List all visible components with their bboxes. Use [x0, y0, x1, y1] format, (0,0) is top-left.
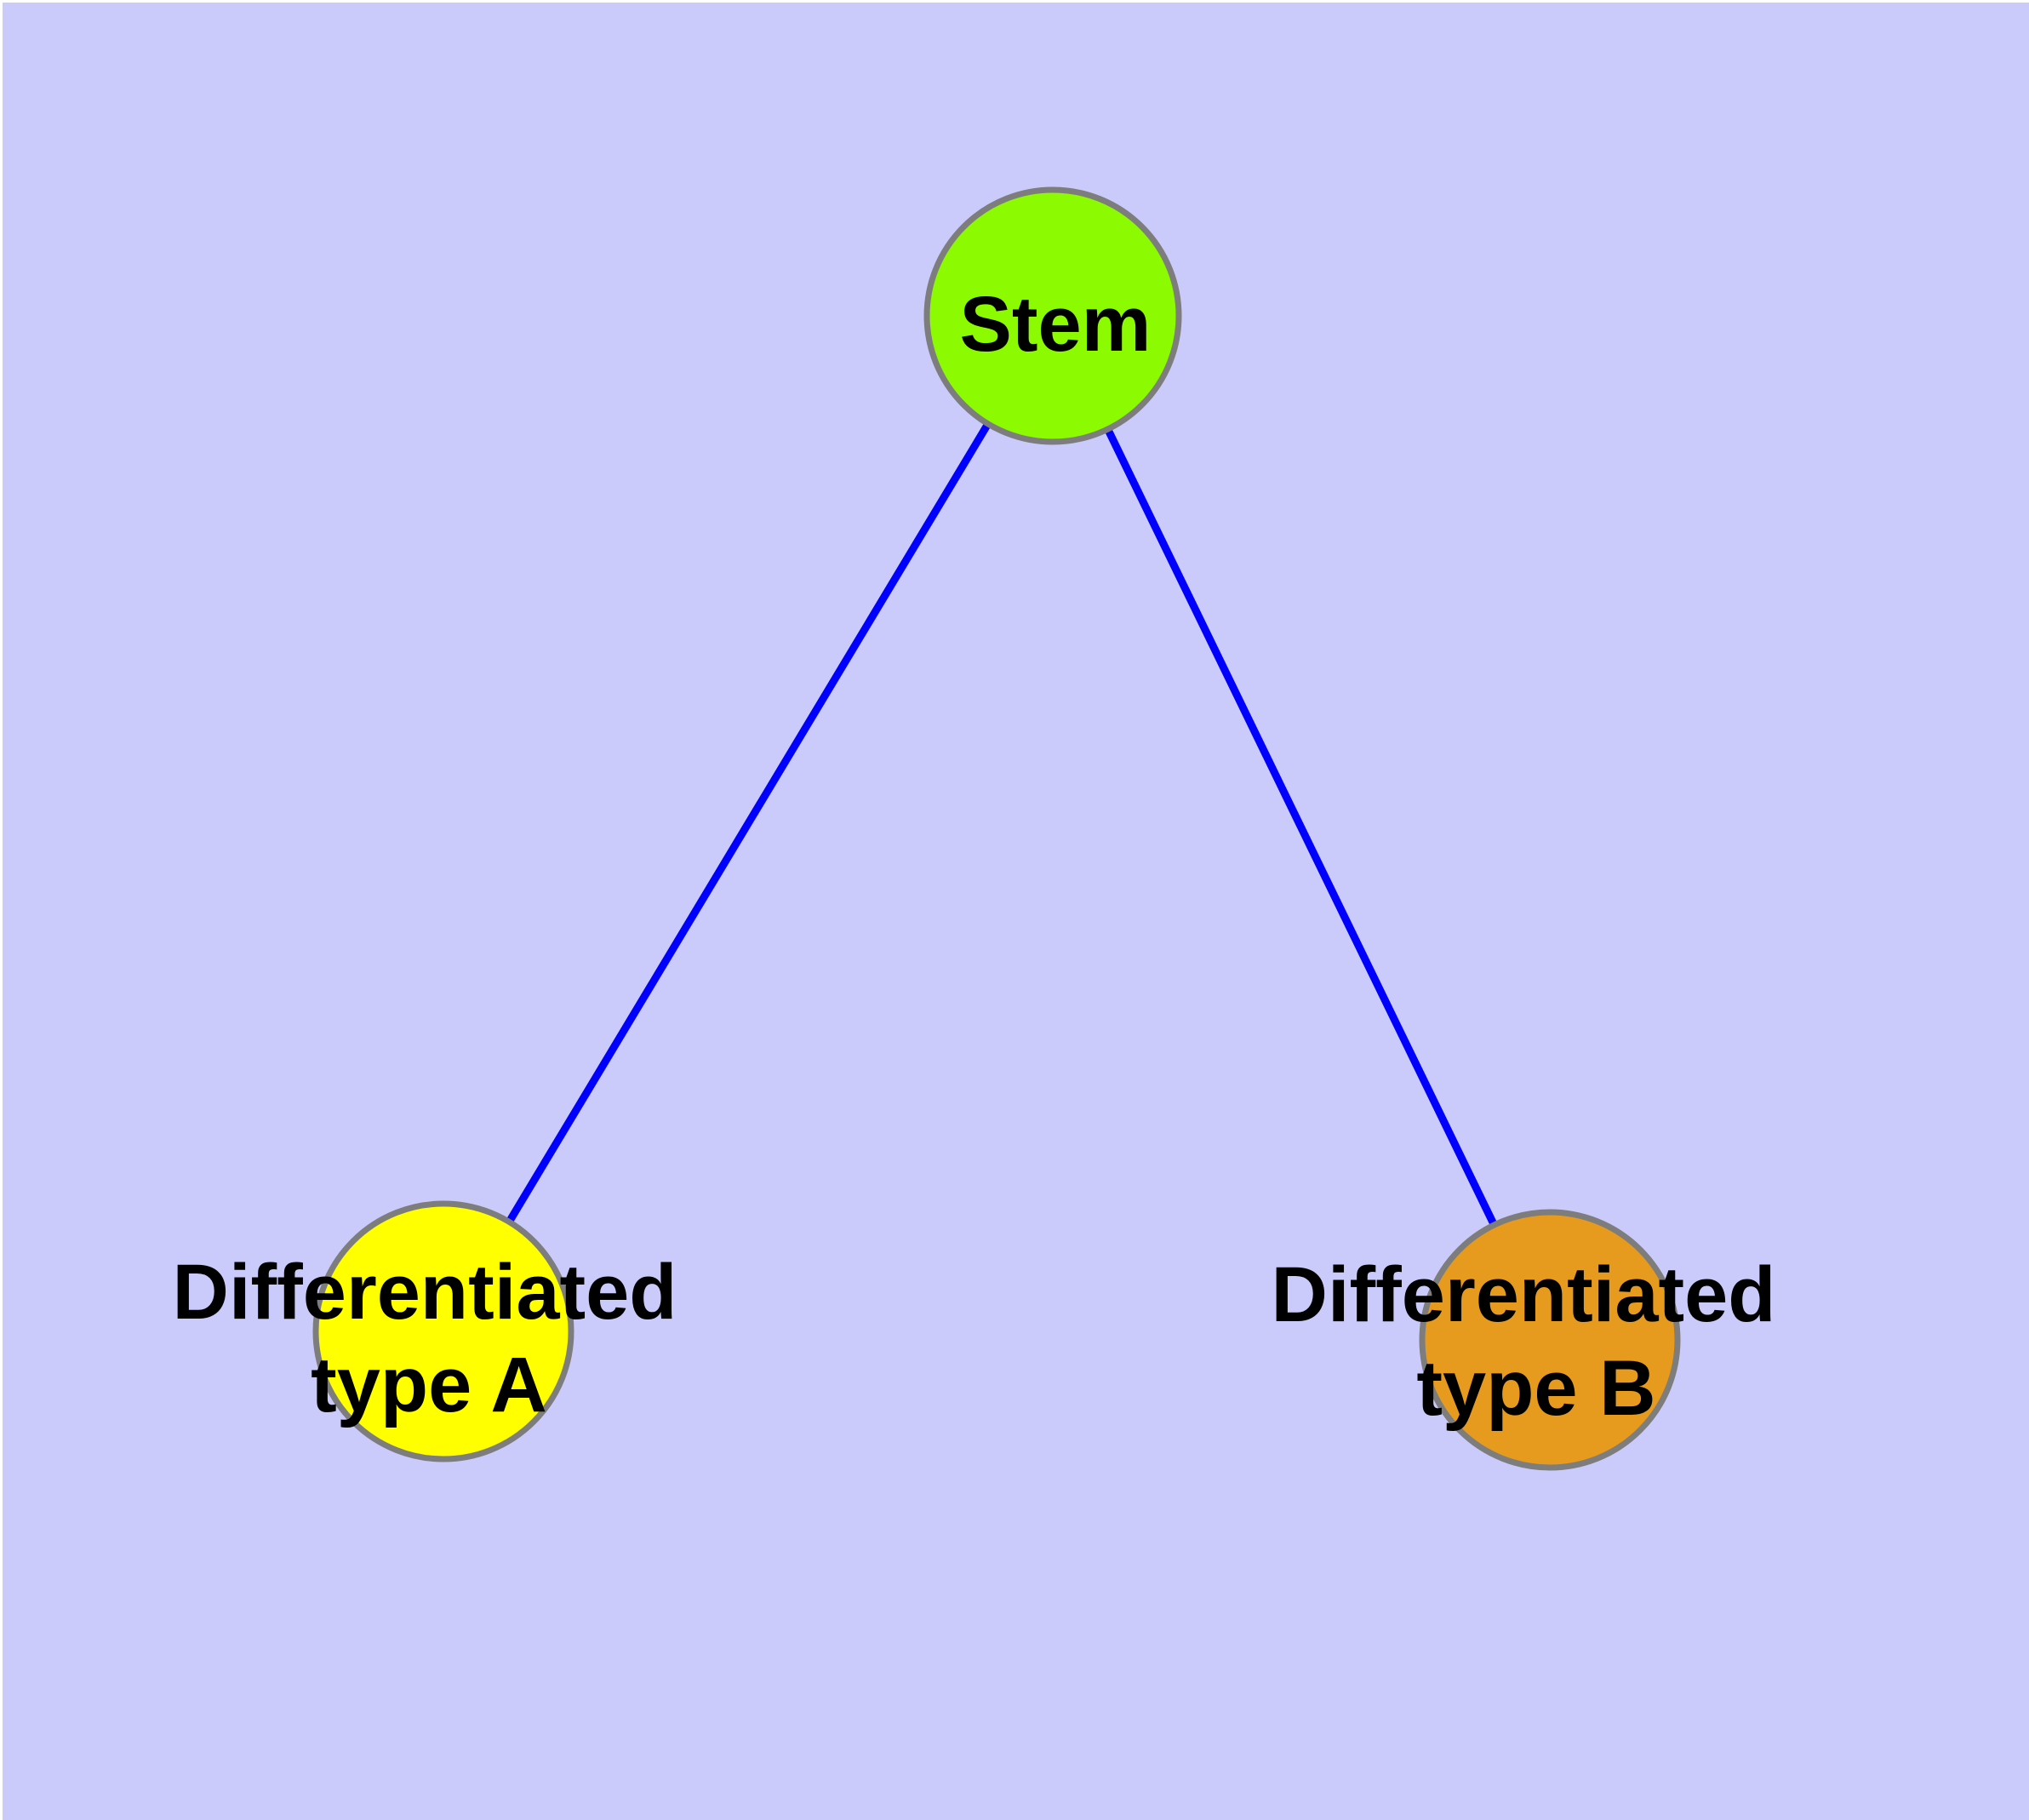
node-stem: [923, 186, 1182, 445]
edge-layer: [440, 313, 1554, 1342]
node-type-b-label-line2: type B: [1416, 1345, 1655, 1432]
edge-stem-to-type-a: [440, 313, 1056, 1334]
top-margin-strip: [0, 0, 2029, 3]
node-stem-label: Stem: [960, 281, 1152, 368]
node-type-b-label-line1: Differentiated: [1272, 1251, 1776, 1338]
node-type-a-label-line2: type A: [311, 1342, 547, 1428]
node-differentiated-type-a: [312, 1200, 574, 1462]
node-type-a-label-line1: Differentiated: [173, 1249, 677, 1336]
edge-stem-to-type-b: [1049, 314, 1554, 1342]
label-layer: Stem Differentiated type A Differentiate…: [173, 281, 1776, 1432]
left-margin-strip: [0, 0, 3, 1820]
node-differentiated-type-b: [1419, 1209, 1681, 1471]
node-layer: [312, 186, 1681, 1471]
